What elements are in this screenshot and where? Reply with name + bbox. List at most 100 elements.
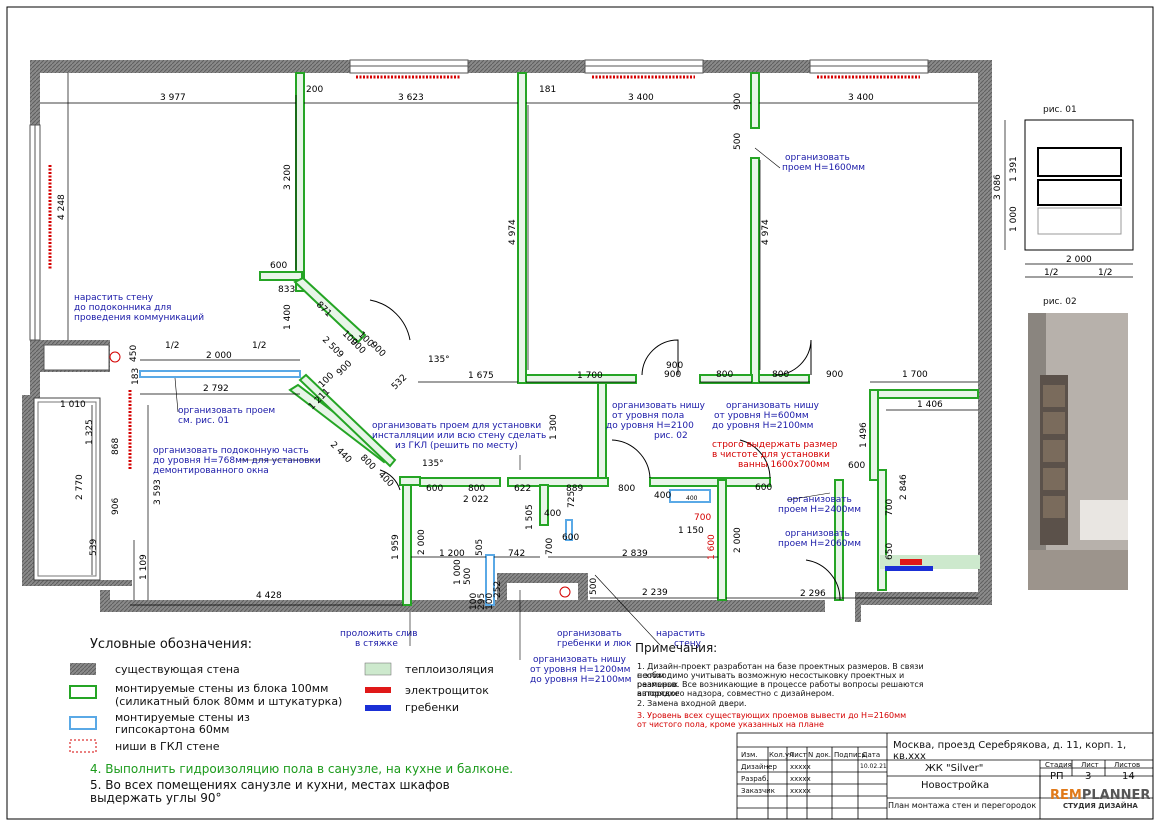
- tb-h-koluch: Кол.уч: [769, 751, 794, 759]
- dim-4974-b: 4 974: [761, 219, 771, 245]
- legend-swatch-existing: [70, 663, 96, 675]
- dim-1325: 1 325: [85, 419, 95, 445]
- windows-top: [29, 59, 929, 341]
- prim-2: 2. Замена входной двери.: [637, 699, 747, 708]
- legend-niche: ниши в ГКЛ стене: [115, 740, 220, 753]
- primechaniya-title: Примечания:: [635, 641, 718, 655]
- note-a2-l3: проведения коммуникаций: [74, 313, 204, 323]
- dim-252: 252: [493, 581, 503, 598]
- legend-swatch-niche: [69, 739, 97, 753]
- dim-100-c: 100: [317, 371, 336, 390]
- dim-900-d: 900: [664, 370, 681, 380]
- dim-100-e: 100: [485, 593, 495, 610]
- dim-500-c: 500: [589, 578, 599, 595]
- legend-swatch-gkl: [69, 716, 97, 730]
- dim-2000-b: 2 000: [417, 529, 427, 555]
- dim-2792: 2 792: [203, 384, 229, 394]
- diagonal-walls: [288, 276, 397, 468]
- note-a7-l3: до уровня Н=2100мм: [712, 421, 813, 431]
- dim-600-b: 600: [426, 484, 443, 494]
- dim-half-b: 1/2: [252, 341, 266, 351]
- dim-500-b: 500: [463, 568, 473, 585]
- dim-700-a: 700: [545, 538, 555, 555]
- note-a4-l2: до уровня Н=768мм для установки: [153, 456, 321, 466]
- balcony: [33, 397, 101, 581]
- dim-1109: 1 109: [139, 554, 149, 580]
- dim-183: 183: [131, 368, 141, 385]
- legend-gkl-wall-sub: гипсокартона 60мм: [115, 723, 230, 736]
- dim-100-d: 100: [469, 593, 479, 610]
- manifold: [885, 566, 933, 571]
- prim-1a: 1. Дизайн-проект разработан на базе прое…: [637, 662, 924, 680]
- dimension-texts: 3 977 3 623 3 400 3 400 200 181 900 500 …: [57, 85, 1112, 610]
- tb-sheet-title: План монтажа стен и перегородок: [888, 801, 1037, 810]
- tb-h-ndok: N док.: [808, 751, 832, 759]
- fig-dim-half-b: 1/2: [1098, 268, 1112, 278]
- annotations: организовать проем Н=1600мм нарастить ст…: [74, 153, 865, 685]
- dim-1010: 1 010: [60, 400, 86, 410]
- tb-h-listov: Листов: [1114, 761, 1141, 769]
- dim-532: 532: [390, 373, 409, 392]
- note-a13-l2: гребенки и люк: [557, 639, 632, 649]
- tb-r-razrab: Разраб.: [741, 775, 769, 783]
- prim-3b: от чистого пола, кроме указанных на план…: [637, 720, 824, 729]
- dim-2000-c: 2 000: [733, 527, 743, 553]
- dim-1505: 1 505: [525, 504, 535, 530]
- dimension-lines: [40, 73, 1133, 606]
- logo: REMPLANNER: [1050, 788, 1150, 803]
- dim-906: 906: [111, 498, 121, 515]
- fig-dim-3086: 3 086: [993, 174, 1003, 200]
- figure-1-label: рис. 01: [1043, 105, 1077, 115]
- dim-half-a: 1/2: [165, 341, 179, 351]
- dim-600-a: 600: [270, 261, 287, 271]
- dim-1700-b: 1 700: [902, 370, 928, 380]
- dim-539: 539: [89, 539, 99, 556]
- tb-r-zakazchik: Заказчик: [741, 787, 775, 795]
- dim-295: 295: [477, 593, 487, 610]
- block-walls: [259, 72, 979, 606]
- dim-700-c: 700: [885, 499, 895, 516]
- note-a7-l1: организовать нишу: [726, 401, 820, 411]
- dim-900-f: 900: [826, 370, 843, 380]
- figure-2-photo: [1028, 313, 1128, 590]
- note-a12-l1: организовать нишу: [533, 655, 627, 665]
- legend-insulation: теплоизоляция: [405, 663, 494, 676]
- dim-889: 889: [566, 484, 583, 494]
- note-a1-l2: проем Н=1600мм: [782, 163, 865, 173]
- leader-lines: [174, 147, 831, 660]
- note-a4-l3: демонтированного окна: [153, 466, 269, 476]
- door-swings: [369, 299, 841, 601]
- tb-h-data: Дата: [862, 751, 881, 759]
- tb-h-podpis: Подпись: [834, 751, 866, 759]
- note-a12-l3: до уровня Н=2100мм: [530, 675, 631, 685]
- note-a10-l2: проем Н=2060мм: [778, 539, 861, 549]
- note-a7-l2: от уровня Н=600мм: [714, 411, 809, 421]
- dim-2022: 2 022: [463, 495, 489, 505]
- dim-2000-a: 2 000: [206, 351, 232, 361]
- note-a5-l3: из ГКЛ (решить по месту): [395, 441, 518, 451]
- legend-existing-wall: существующая стена: [115, 663, 240, 676]
- dim-650: 650: [885, 543, 895, 560]
- note-a9-l2: проем Н=2400мм: [778, 505, 861, 515]
- dim-1406: 1 406: [917, 400, 943, 410]
- angle-135-b: 135°: [422, 459, 444, 469]
- legend-swatch-block: [69, 685, 97, 699]
- prim-1d: авторского надзора, совместно с дизайнер…: [637, 689, 835, 698]
- tb-v3: ххххх: [790, 787, 811, 795]
- note-5: 5. Во всех помещениях санузле и кухни, м…: [90, 778, 450, 805]
- title-block-grid: [736, 732, 1154, 820]
- dim-800-c: 800: [358, 453, 377, 472]
- dim-833: 833: [278, 285, 295, 295]
- dim-900-v: 900: [733, 93, 743, 110]
- red-niches: [48, 75, 920, 470]
- tb-h-list2: Лист: [1081, 761, 1099, 769]
- note-a6-l1: организовать нишу: [612, 401, 706, 411]
- fan-icon-a: [109, 351, 121, 363]
- prim-3a: 3. Уровень всех существующих проемов выв…: [637, 711, 907, 720]
- dim-4974-a: 4 974: [508, 219, 518, 245]
- dim-900-e: 900: [666, 361, 683, 371]
- dim-800-d: 800: [468, 484, 485, 494]
- dim-3977: 3 977: [160, 93, 186, 103]
